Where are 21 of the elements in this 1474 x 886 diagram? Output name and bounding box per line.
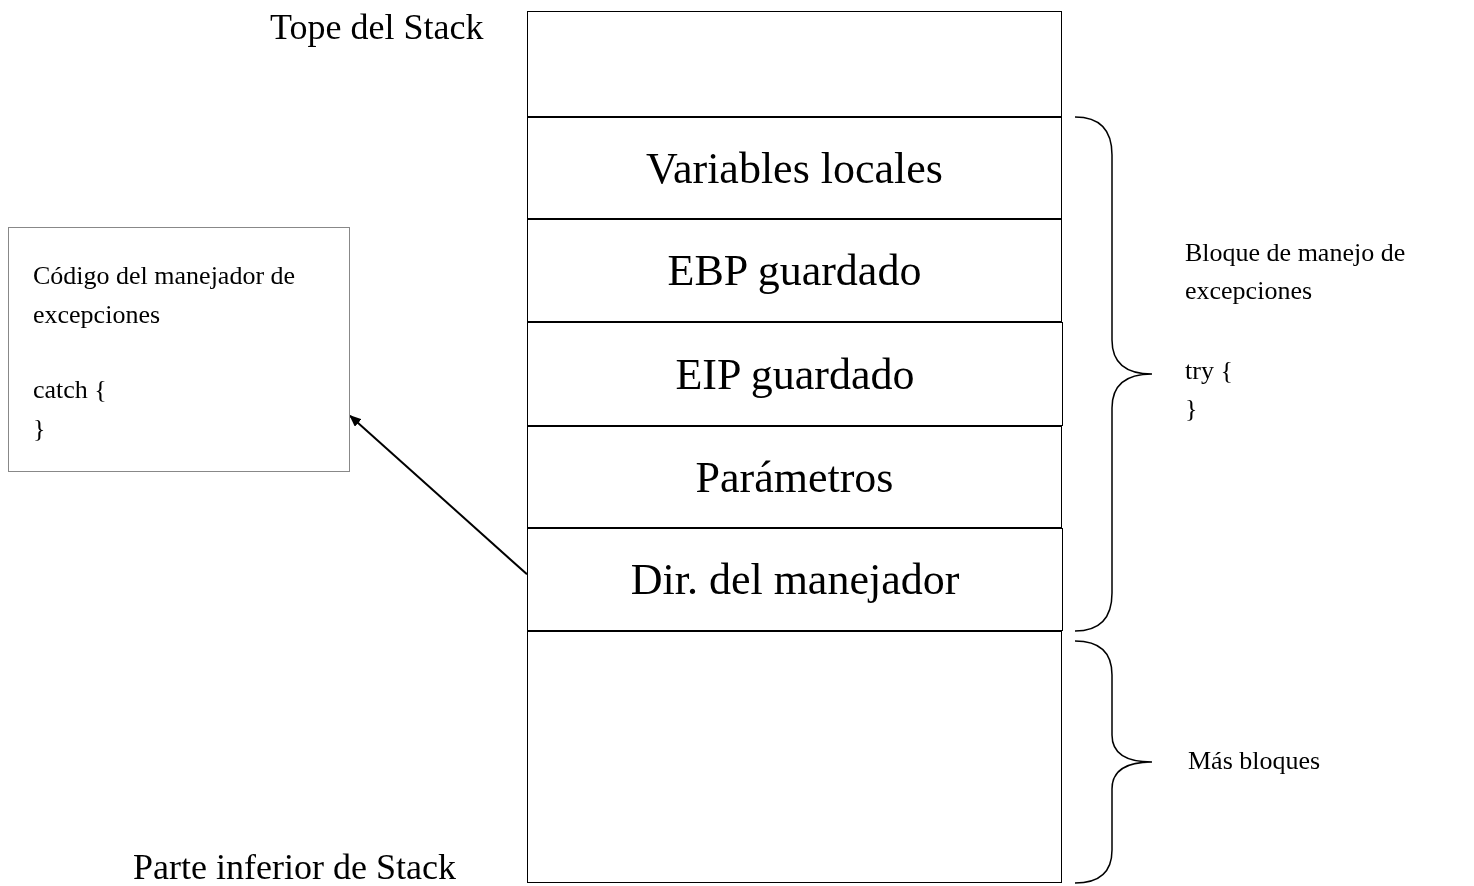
box-heading: Código del manejador de excepciones — [33, 260, 297, 331]
stack-cell — [527, 117, 1062, 219]
bracket-label: Bloque de manejo de excepciones — [1185, 237, 1407, 307]
stack-cell — [527, 528, 1063, 631]
stack-cell — [527, 631, 1062, 883]
stack-top-label: Tope del Stack — [270, 8, 484, 46]
stack-cell — [527, 426, 1062, 528]
stack-bottom-label: Parte inferior de Stack — [133, 848, 456, 886]
stack-cell — [527, 219, 1062, 322]
code-text: catch { } — [33, 374, 108, 445]
code-text: try { } — [1185, 355, 1234, 425]
stack-cell — [527, 11, 1062, 117]
cell-label: EIP guardado — [675, 348, 915, 400]
cell-label: EBP guardado — [667, 245, 922, 296]
cell-label: Dir. del manejador — [630, 554, 960, 605]
cell-label: Variables locales — [646, 142, 943, 194]
arrow — [349, 414, 528, 576]
code-box — [8, 227, 350, 472]
bracket-label: Más bloques — [1188, 745, 1321, 777]
cell-label: Parámetros — [695, 451, 894, 503]
stack-cell — [527, 322, 1063, 426]
